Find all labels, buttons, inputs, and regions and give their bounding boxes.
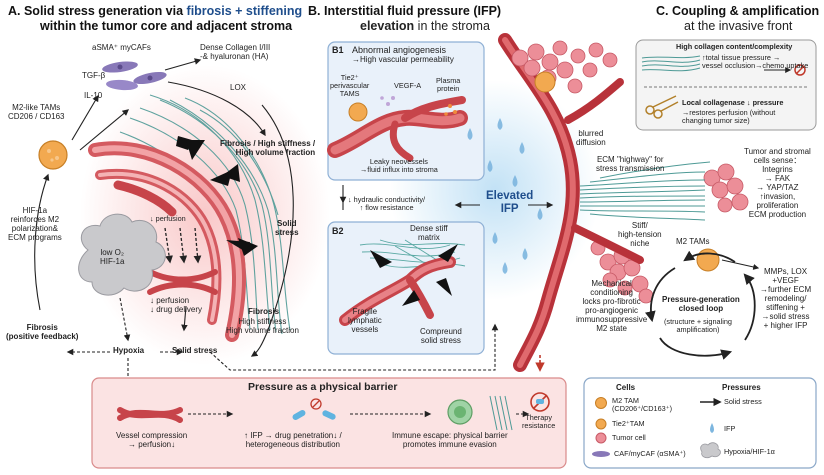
elevated-ifp-label: Elevated IFP bbox=[486, 190, 534, 215]
barrier-vessel-label: Vessel compression → perfusion↓ bbox=[116, 431, 188, 449]
legend-cells-title: Cells bbox=[616, 383, 636, 392]
barrier-title: Pressure as a physical barrier bbox=[248, 381, 398, 393]
loop-body: (structure + signaling amplification) bbox=[664, 317, 732, 335]
m2-tams-label: M2 TAMs bbox=[676, 237, 710, 246]
vegf-dots bbox=[380, 96, 395, 106]
plasma-label: Plasma protein bbox=[436, 76, 461, 94]
crossed-vessels bbox=[147, 269, 218, 295]
legend-art bbox=[583, 377, 817, 469]
barrier-box-art bbox=[91, 377, 567, 469]
panel-a-art bbox=[34, 58, 330, 411]
lox-label: LOX bbox=[230, 83, 247, 92]
tie2-label: Tie2⁺ perivascular TAMS bbox=[330, 73, 370, 99]
panel-b-title: B. Interstitial fluid pressure (IFP) bbox=[308, 4, 502, 18]
legend-tumor: Tumor cell bbox=[612, 433, 646, 442]
plasma-protein bbox=[444, 104, 457, 116]
perfusion-small-label: ↓ perfusion bbox=[150, 214, 186, 223]
barrier-therapy-label: Therapy resistance bbox=[522, 413, 556, 431]
leaky-label: Leaky neovessels →fluid influx into stro… bbox=[360, 157, 438, 175]
b1-label: B1 bbox=[332, 45, 344, 55]
blurred-label: blurred diffusion bbox=[576, 129, 606, 147]
vegf-label: VEGF-A bbox=[394, 81, 422, 90]
panel-b-art bbox=[209, 33, 600, 372]
loop-title: Pressure-generation closed loop bbox=[662, 295, 740, 313]
hypoxia-cloud bbox=[78, 213, 166, 296]
panel-b-subtitle: elevation in the stroma bbox=[360, 19, 490, 33]
mycaf-label: aSMA⁺ myCAFs bbox=[92, 43, 151, 52]
il10-label: IL-10 bbox=[84, 91, 103, 100]
scissors-icon bbox=[645, 95, 679, 119]
leaky-vessel bbox=[327, 96, 468, 162]
mmps-label: MMPs, LOX +VEGF →further ECM remodeling/… bbox=[760, 267, 812, 330]
stress-arrows bbox=[176, 136, 258, 256]
panel-b-arrows bbox=[339, 185, 554, 210]
barrier-ifp-label: ↑ IFP → drug penetration↓ / heterogeneou… bbox=[244, 431, 342, 449]
tgf-label: TGF-β bbox=[82, 71, 106, 80]
tam-near-vessel bbox=[534, 71, 556, 93]
panel-a-subtitle: within the tumor core and adjacent strom… bbox=[40, 19, 293, 33]
solid-stress-label: Solid stress bbox=[275, 219, 299, 237]
fragile-label: Fragile lymphatic vessels bbox=[348, 307, 382, 334]
perfusion-arrows bbox=[164, 227, 202, 264]
compreund-label: Compreund solid stress bbox=[420, 327, 462, 345]
panel-c-art bbox=[511, 39, 817, 360]
tams-label: M2-like TAMs CD206 / CD163 bbox=[8, 103, 65, 121]
curved-vessel bbox=[88, 141, 246, 342]
legend-m2: M2 TAM (CD206⁺/CD163⁺) bbox=[612, 396, 673, 414]
lymphatic-vessel bbox=[339, 256, 456, 326]
perfusion-drug-label: ↓ perfusion ↓ drug delivery bbox=[150, 296, 203, 314]
no-icon bbox=[794, 64, 806, 76]
box1-body: ↑total tissue pressure → vessel occlusio… bbox=[702, 53, 809, 71]
ifp-droplets bbox=[467, 118, 543, 274]
dense-matrix-label: Dense stiff matrix bbox=[410, 224, 448, 242]
collagen-fibers bbox=[119, 94, 291, 335]
m2-tam-c bbox=[696, 248, 720, 272]
fibrosis-high-label: Fibrosis / High stiffness / High volume … bbox=[220, 139, 316, 157]
fibrosis-bottom-title: Fibrosis bbox=[248, 307, 280, 316]
tumor-clusters bbox=[511, 40, 749, 304]
m2-tam-cell bbox=[38, 140, 68, 170]
b2-label: B2 bbox=[332, 226, 344, 236]
box2-body: →restores perfusion (without changing tu… bbox=[682, 108, 776, 126]
collagen-label: Dense Collagen I/III -& hyaluronan (HA) bbox=[200, 43, 271, 61]
legend-caf: CAF/myCAF (αSMA⁺) bbox=[614, 449, 686, 458]
mech-label: Mechanical conditioning locks pro-fibrot… bbox=[576, 279, 648, 333]
panel-c-subtitle: at the invasive front bbox=[684, 19, 793, 33]
loop-out-arrow bbox=[721, 259, 760, 270]
panel-a-title: A. Solid stress generation via fibrosis … bbox=[8, 4, 303, 18]
hydraulic-label: ↓ hydraulic conductivity/ ↑ flow resista… bbox=[348, 195, 426, 213]
legend-pressures-title: Pressures bbox=[722, 383, 761, 392]
ecm-highway bbox=[579, 161, 711, 221]
tie2-tam bbox=[348, 102, 368, 122]
closed-loop bbox=[645, 250, 756, 360]
legend-tie2: Tie2⁺TAM bbox=[612, 419, 645, 428]
fibrosis-feedback-label: Fibrosis (positive feedback) bbox=[6, 323, 79, 341]
compressed-vessel bbox=[113, 180, 177, 217]
b1-title: Abnormal angiogenesis bbox=[352, 45, 447, 55]
hypoxia-label: Hypoxia bbox=[113, 346, 145, 355]
panel-b-vessel bbox=[498, 33, 580, 372]
box2-title: Local collagenase ↓ pressure bbox=[682, 98, 784, 107]
mini-collagen-icon bbox=[641, 55, 701, 72]
hif-reinforce-label: HIF-1a reinforces M2 polarization& ECM p… bbox=[8, 206, 62, 242]
stiff-niche-label: Stiff/ high-tension niche bbox=[618, 221, 662, 248]
legend-hypoxia: Hypoxia/HIF-1α bbox=[724, 447, 775, 456]
mycaf-cells bbox=[102, 61, 167, 91]
b1-subtitle: →High vascular permeability bbox=[352, 55, 454, 64]
solid-stress-bottom-label: Solid stress bbox=[172, 346, 218, 355]
legend-solid: Solid stress bbox=[724, 397, 762, 406]
legend-ifp: IFP bbox=[724, 424, 736, 433]
sense-label: Tumor and stromal cells sense： Integrins… bbox=[744, 147, 811, 219]
low-o2-label: low O₂ HIF-1a bbox=[100, 248, 125, 266]
barrier-immune-label: Immune escape: physical barrier promotes… bbox=[392, 431, 508, 449]
b2-arrows bbox=[370, 244, 458, 306]
box1-title: High collagen content/complexity bbox=[676, 42, 793, 51]
ecm-highway-label: ECM "highway" for stress transmission bbox=[596, 155, 665, 173]
panel-a-arrows bbox=[34, 58, 294, 357]
panel-c-title: C. Coupling & amplification bbox=[656, 4, 820, 18]
fibrosis-bottom-body: High stiffness High volume fraction bbox=[226, 317, 299, 335]
c-vessels bbox=[564, 78, 644, 264]
